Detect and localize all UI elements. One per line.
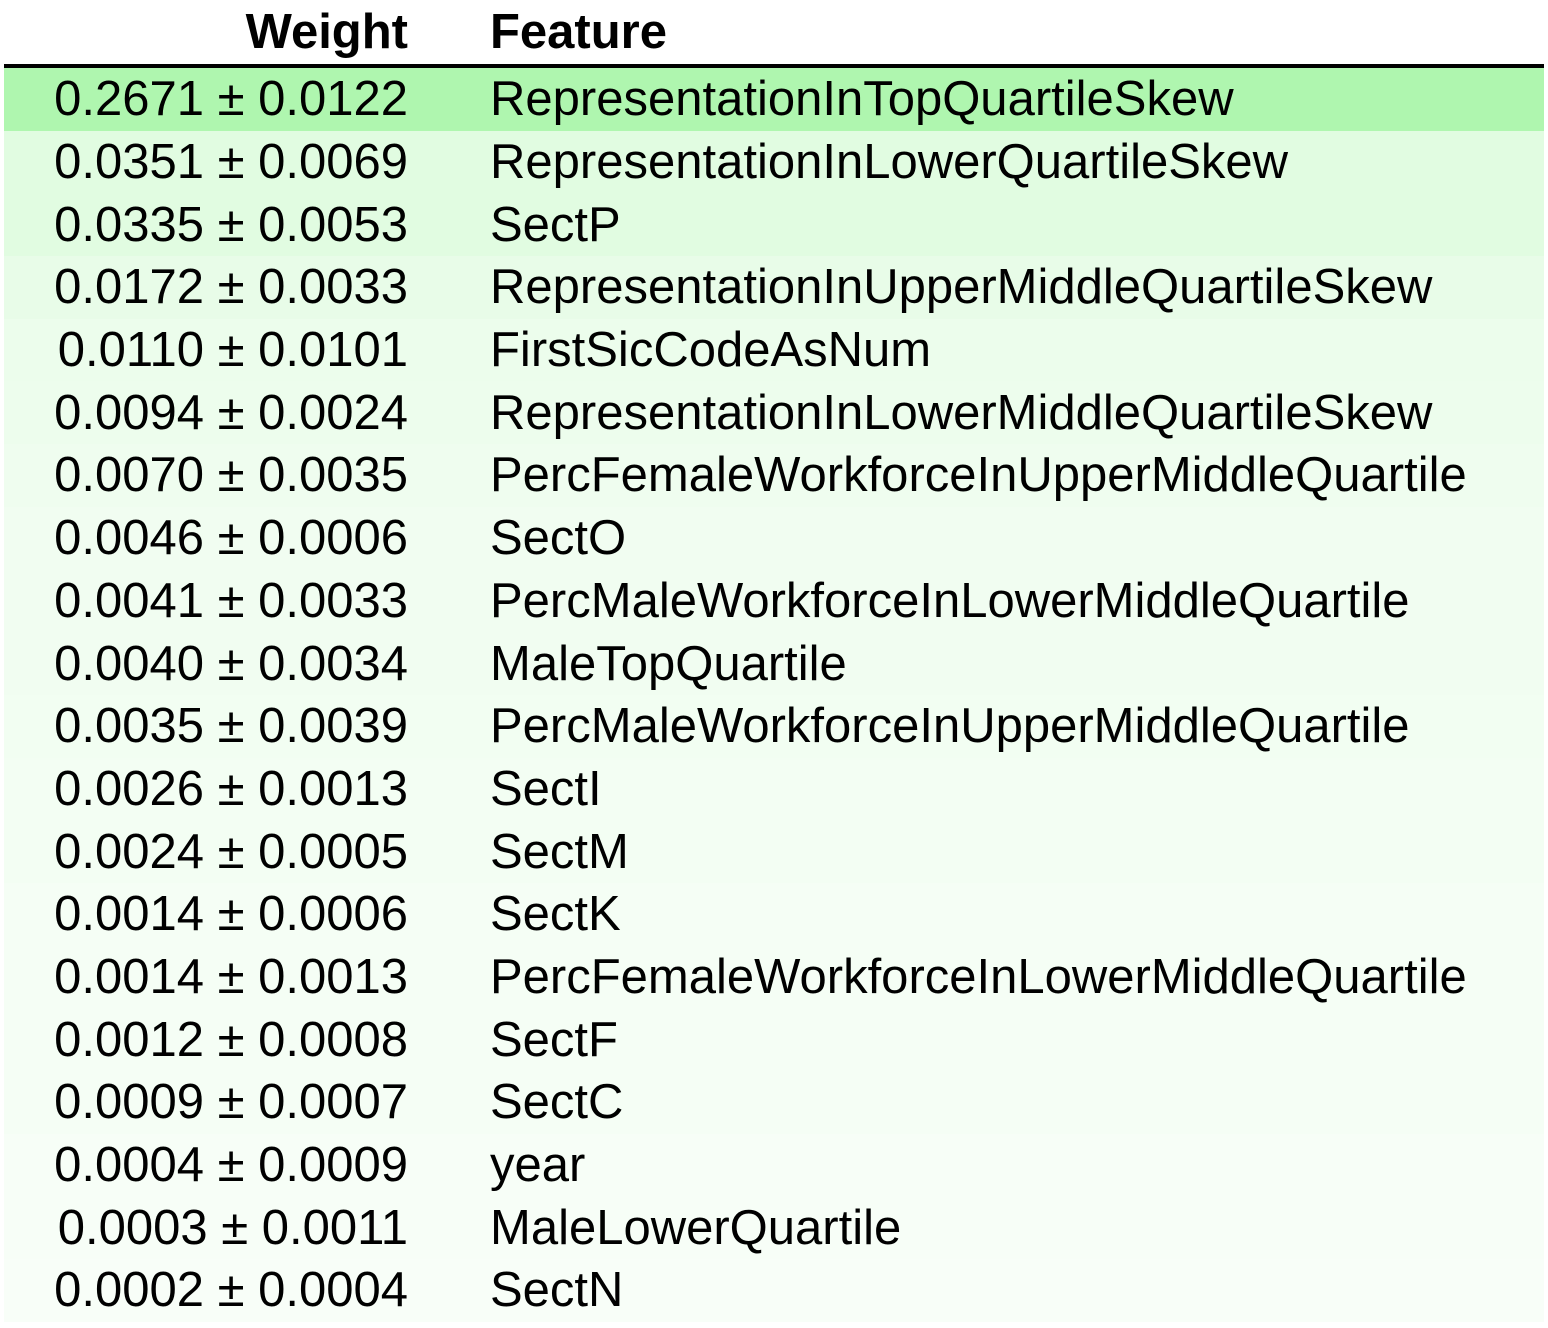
feature-cell: SectO (490, 511, 627, 566)
feature-cell: PercMaleWorkforceInLowerMiddleQuartile (490, 573, 1410, 628)
table-row: 0.0002 ± 0.0004 SectN (4, 1259, 1544, 1322)
table-header: Weight Feature (4, 0, 1544, 68)
weight-cell: 0.0040 ± 0.0034 (54, 636, 408, 691)
weight-cell: 0.0335 ± 0.0053 (54, 197, 408, 252)
feature-cell: SectK (490, 887, 621, 942)
table-row: 0.0003 ± 0.0011 MaleLowerQuartile (4, 1196, 1544, 1260)
table-row: 0.0046 ± 0.0006 SectO (4, 506, 1544, 570)
weight-cell: 0.0002 ± 0.0004 (54, 1263, 408, 1318)
feature-cell: PercFemaleWorkforceInLowerMiddleQuartile (490, 949, 1467, 1004)
table-row: 0.0014 ± 0.0013 PercFemaleWorkforceInLowe… (4, 945, 1544, 1009)
weight-cell: 0.0110 ± 0.0101 (57, 323, 408, 378)
weight-cell: 0.2671 ± 0.0122 (54, 72, 408, 127)
weight-column-header: Weight (4, 0, 436, 68)
feature-cell: SectF (490, 1012, 618, 1067)
table-row: 0.0026 ± 0.0013 SectI (4, 757, 1544, 821)
feature-cell: FirstSicCodeAsNum (490, 323, 932, 378)
feature-cell: MaleLowerQuartile (490, 1200, 902, 1255)
weight-cell: 0.0070 ± 0.0035 (54, 448, 408, 503)
table-row: 0.2671 ± 0.0122 RepresentationInTopQuarti… (4, 66, 1544, 131)
table-row: 0.0094 ± 0.0024 RepresentationInLowerMidd… (4, 381, 1544, 445)
table-row: 0.0172 ± 0.0033 RepresentationInUpperMidd… (4, 256, 1544, 319)
weight-cell: 0.0012 ± 0.0008 (54, 1012, 408, 1067)
table-row: 0.0041 ± 0.0033 PercMaleWorkforceInLowerM… (4, 569, 1544, 633)
weight-cell: 0.0046 ± 0.0006 (54, 511, 408, 566)
weight-cell: 0.0351 ± 0.0069 (54, 135, 408, 190)
weight-cell: 0.0026 ± 0.0013 (54, 761, 408, 816)
feature-cell: PercMaleWorkforceInUpperMiddleQuartile (490, 699, 1410, 754)
feature-cell: SectN (490, 1263, 624, 1318)
feature-cell: RepresentationInLowerQuartileSkew (490, 135, 1289, 190)
feature-cell: year (490, 1138, 586, 1193)
feature-cell: SectM (490, 824, 629, 879)
weight-cell: 0.0024 ± 0.0005 (54, 824, 408, 879)
table-row: 0.0014 ± 0.0006 SectK (4, 882, 1544, 946)
table-body: 0.2671 ± 0.0122 RepresentationInTopQuarti… (4, 66, 1544, 1322)
table-row: 0.0035 ± 0.0039 PercMaleWorkforceInUpperM… (4, 694, 1544, 758)
header-row: Weight Feature (4, 0, 1544, 68)
feature-cell: SectI (490, 761, 602, 816)
feature-cell: SectP (490, 197, 621, 252)
table-row: 0.0040 ± 0.0034 MaleTopQuartile (4, 632, 1544, 695)
table-row: 0.0009 ± 0.0007 SectC (4, 1071, 1544, 1134)
table-row: 0.0004 ± 0.0009 year (4, 1133, 1544, 1197)
weight-cell: 0.0014 ± 0.0006 (54, 887, 408, 942)
feature-cell: RepresentationInTopQuartileSkew (490, 72, 1234, 127)
feature-cell: RepresentationInLowerMiddleQuartileSkew (490, 385, 1433, 440)
table-row: 0.0351 ± 0.0069 RepresentationInLowerQuar… (4, 130, 1544, 194)
weight-cell: 0.0035 ± 0.0039 (54, 699, 408, 754)
weight-cell: 0.0041 ± 0.0033 (54, 573, 408, 628)
weight-cell: 0.0004 ± 0.0009 (54, 1138, 408, 1193)
weight-cell: 0.0009 ± 0.0007 (54, 1075, 408, 1130)
table-row: 0.0012 ± 0.0008 SectF (4, 1008, 1544, 1071)
table-row: 0.0024 ± 0.0005 SectM (4, 820, 1544, 883)
feature-cell: SectC (490, 1075, 624, 1130)
weight-cell: 0.0094 ± 0.0024 (54, 385, 408, 440)
feature-cell: MaleTopQuartile (490, 636, 847, 691)
table-row: 0.0070 ± 0.0035 PercFemaleWorkforceInUppe… (4, 444, 1544, 507)
table-row: 0.0335 ± 0.0053 SectP (4, 193, 1544, 257)
feature-cell: PercFemaleWorkforceInUpperMiddleQuartile (490, 448, 1467, 503)
weight-cell: 0.0014 ± 0.0013 (54, 949, 408, 1004)
weight-cell: 0.0172 ± 0.0033 (54, 260, 408, 315)
weight-cell: 0.0003 ± 0.0011 (57, 1200, 408, 1255)
feature-column-header: Feature (436, 0, 1544, 68)
table-row: 0.0110 ± 0.0101 FirstSicCodeAsNum (4, 318, 1544, 382)
feature-cell: RepresentationInUpperMiddleQuartileSkew (490, 260, 1433, 315)
